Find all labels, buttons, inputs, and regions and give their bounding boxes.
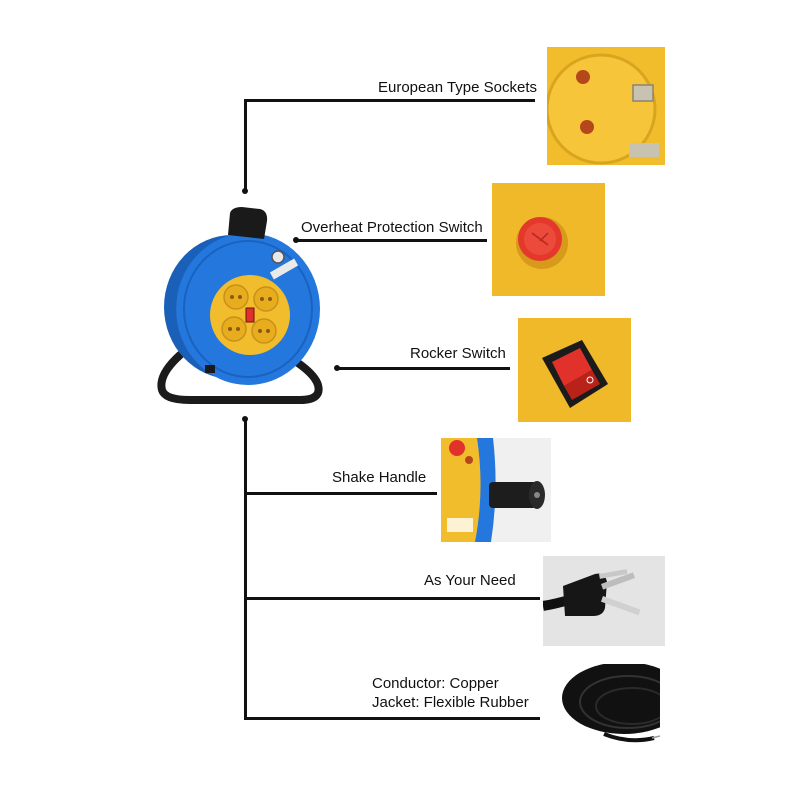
shake-handle-image xyxy=(441,438,551,542)
label-shake-handle: Shake Handle xyxy=(332,469,427,486)
connector-handle xyxy=(244,492,437,495)
connector-bottom-vertical xyxy=(244,419,247,720)
connector-cable xyxy=(244,717,540,720)
connector-top-vertical xyxy=(244,99,247,191)
label-jacket: Jacket: Flexible Rubber xyxy=(372,694,529,711)
european-socket-image xyxy=(547,47,665,165)
connector-overheat-dot xyxy=(293,237,299,243)
label-conductor: Conductor: Copper xyxy=(372,675,499,692)
connector-top-dot xyxy=(242,188,248,194)
overheat-switch-image xyxy=(492,183,605,296)
connector-rocker xyxy=(337,367,510,370)
connector-top-horizontal xyxy=(244,99,535,102)
connector-plug xyxy=(244,597,540,600)
cable-coil-image xyxy=(544,664,660,754)
connector-overheat xyxy=(296,239,487,242)
label-overheat-switch: Overheat Protection Switch xyxy=(301,219,483,236)
label-european-sockets: European Type Sockets xyxy=(378,79,537,96)
connector-rocker-dot xyxy=(334,365,340,371)
label-rocker-switch: Rocker Switch xyxy=(410,345,506,362)
plug-image xyxy=(543,556,665,646)
rocker-switch-image xyxy=(518,318,631,422)
label-plug: As Your Need xyxy=(424,572,516,589)
cable-reel-image xyxy=(150,205,330,410)
